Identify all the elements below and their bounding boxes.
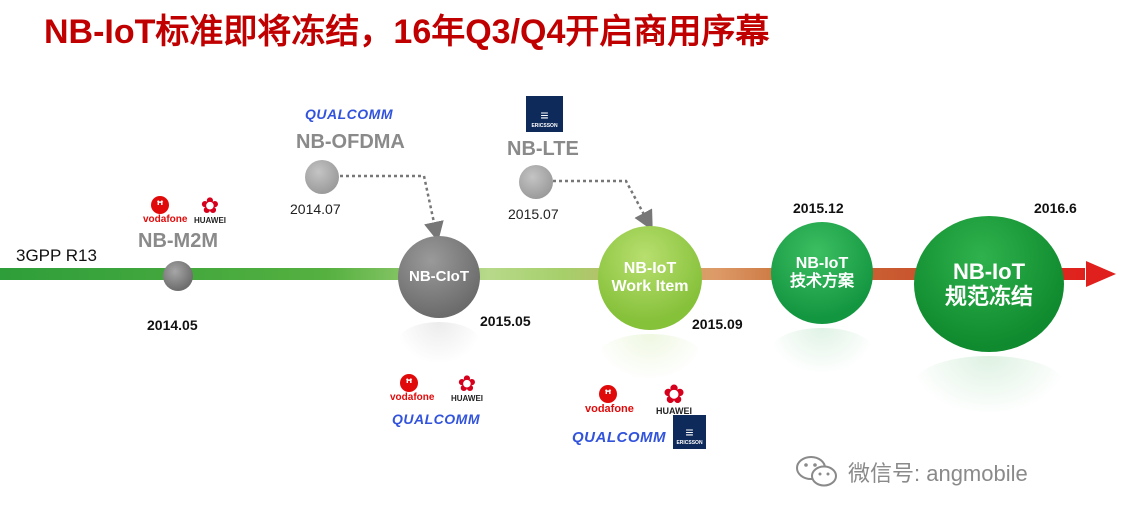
tech-plan-reflection <box>771 328 873 372</box>
nb-ofdma-dot <box>305 160 339 194</box>
milestone-freeze-line1: NB-IoT <box>952 258 1026 284</box>
tech-plan-date: 2015.12 <box>793 200 844 216</box>
ericsson-bars-icon: ≡ <box>685 424 694 440</box>
proposal-nb-lte: NB-LTE <box>507 138 579 160</box>
vodafone-logo: ꟸ vodafone <box>585 385 634 415</box>
nb-m2m-date: 2014.05 <box>147 317 198 333</box>
wechat-icon <box>795 454 839 495</box>
nb-ciot-reflection <box>398 322 480 362</box>
nb-lte-date: 2015.07 <box>508 206 559 222</box>
huawei-petals-icon: ✿ <box>663 379 685 409</box>
milestone-nb-ciot-label: NB-CIoT <box>409 268 469 286</box>
huawei-petals-icon: ✿ <box>457 371 477 396</box>
huawei-logo: ✿ HUAWEI <box>451 371 483 404</box>
proposal-nb-ofdma: NB-OFDMA <box>296 131 405 153</box>
huawei-logo: ✿ HUAWEI <box>656 379 692 416</box>
milestone-nb-iot-tech-plan: NB-IoT 技术方案 <box>771 222 873 324</box>
huawei-petals-icon: ✿ <box>200 193 220 218</box>
freeze-reflection <box>914 356 1064 412</box>
work-item-reflection <box>598 334 702 378</box>
ericsson-logo: ≡ ERICSSON <box>526 96 563 132</box>
milestone-work-item-line2: Work Item <box>611 278 689 295</box>
milestone-freeze-line2: 规范冻结 <box>944 284 1033 309</box>
vodafone-logo: ꟸ vodafone <box>143 196 188 225</box>
timeline-arrow-icon <box>1086 261 1116 287</box>
huawei-logo: ✿ HUAWEI <box>194 193 226 226</box>
ericsson-logo: ≡ ERICSSON <box>673 415 706 449</box>
lte-to-workitem-arrow <box>553 179 653 231</box>
proposal-nb-m2m: NB-M2M <box>138 230 218 252</box>
milestone-nb-iot-spec-freeze: NB-IoT 规范冻结 <box>914 216 1064 352</box>
freeze-date: 2016.6 <box>1034 200 1077 216</box>
milestone-nb-ciot: NB-CIoT <box>398 236 480 318</box>
timeline-start-label: 3GPP R13 <box>16 246 97 265</box>
ofdma-to-ciot-arrow <box>340 174 444 242</box>
qualcomm-logo: QUALCOMM <box>305 106 393 122</box>
milestone-tech-plan-line1: NB-IoT <box>795 254 849 272</box>
milestone-tech-plan-line2: 技术方案 <box>789 273 854 290</box>
nb-ciot-date: 2015.05 <box>480 313 531 329</box>
wechat-watermark: 微信号: angmobile <box>848 461 1028 486</box>
qualcomm-logo: QUALCOMM <box>392 411 480 427</box>
ericsson-bars-icon: ≡ <box>540 107 549 123</box>
qualcomm-logo: QUALCOMM <box>572 429 666 446</box>
page-title: NB-IoT标准即将冻结，16年Q3/Q4开启商用序幕 <box>44 13 770 51</box>
nb-m2m-dot <box>163 261 193 291</box>
nb-lte-dot <box>519 165 553 199</box>
milestone-work-item-line1: NB-IoT <box>623 259 677 277</box>
milestone-nb-iot-work-item: NB-IoT Work Item <box>598 226 702 330</box>
vodafone-logo: ꟸ vodafone <box>390 374 435 403</box>
nb-ofdma-date: 2014.07 <box>290 201 341 217</box>
work-item-date: 2015.09 <box>692 316 743 332</box>
